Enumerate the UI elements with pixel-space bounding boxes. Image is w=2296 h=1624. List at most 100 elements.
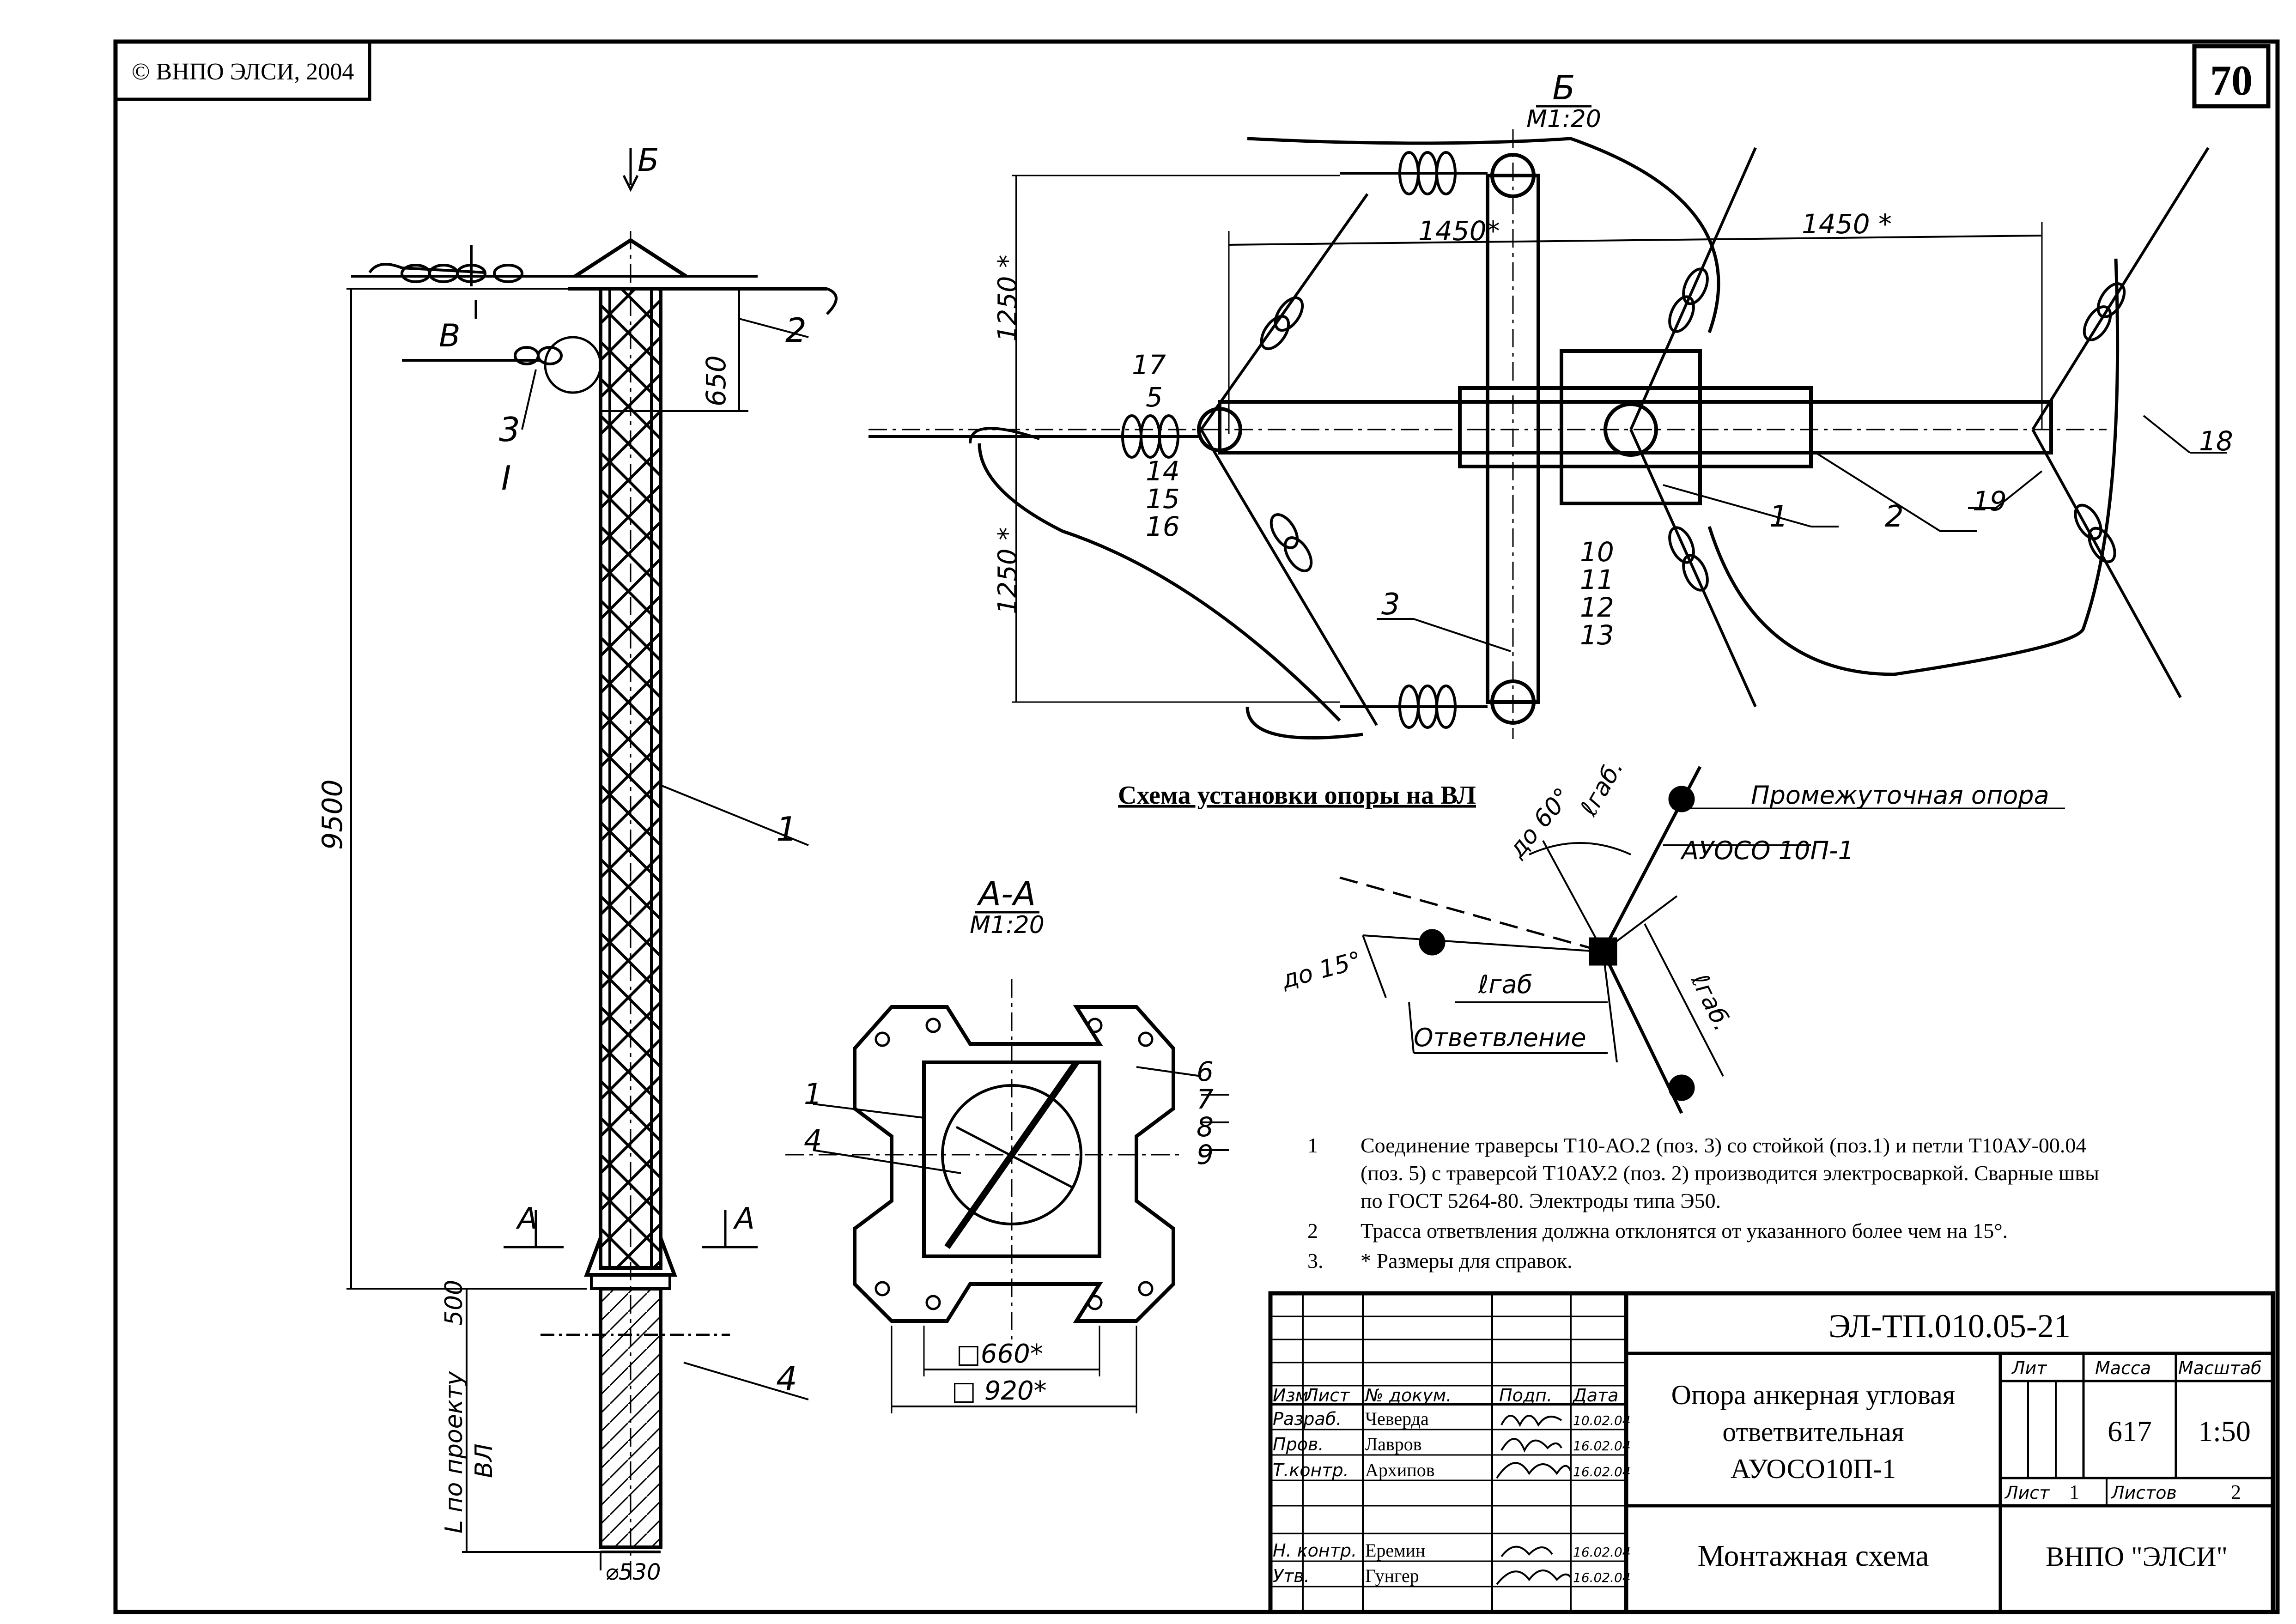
installation-scheme bbox=[1339, 766, 2065, 1114]
dim-1250-bottom: 1250 * bbox=[993, 527, 1023, 614]
section-a-left-label: А bbox=[516, 1202, 538, 1236]
tb-sheet: 1 bbox=[2069, 1481, 2079, 1503]
dim-1450-left: 1450* bbox=[1418, 215, 1500, 247]
view-arrow-b-label: Б bbox=[638, 142, 659, 179]
tb-role-3: Т.контр. bbox=[1273, 1460, 1349, 1480]
section-aa-scale: М1:20 bbox=[970, 911, 1045, 939]
dim-650: 650 bbox=[700, 355, 732, 406]
callout-4-section: 4 bbox=[804, 1123, 822, 1157]
callout-3-side: 3 bbox=[499, 410, 520, 449]
callout-1-plan: 1 bbox=[1769, 500, 1788, 534]
dim-660: □660* bbox=[956, 1339, 1043, 1369]
dim-1450-right: 1450 * bbox=[1802, 208, 1892, 240]
view-b-plan bbox=[869, 129, 2227, 739]
tb-hdr-list: Лист bbox=[1304, 1385, 1350, 1406]
dim-1250-top: 1250 * bbox=[993, 255, 1023, 342]
tb-col-scale: Масштаб bbox=[2178, 1358, 2262, 1378]
side-elevation-view bbox=[346, 148, 838, 1580]
callout-16: 16 bbox=[1146, 511, 1180, 542]
scheme-lgab-angle: ℓгаб. bbox=[1575, 755, 1629, 821]
note-3-line-1: * Размеры для справок. bbox=[1361, 1249, 1573, 1273]
title-block-text: Изм Лист № докум. Подп. Дата Разраб. Про… bbox=[1273, 1358, 2262, 1586]
tb-role-5: Утв. bbox=[1273, 1566, 1310, 1586]
callout-5: 5 bbox=[1146, 382, 1163, 413]
tb-date-3: 16.02.04 bbox=[1573, 1464, 1631, 1479]
callout-17: 17 bbox=[1132, 349, 1166, 381]
note-1-line-3: по ГОСТ 5264-80. Электроды типа Э50. bbox=[1361, 1189, 1721, 1212]
page-number: 70 bbox=[2210, 57, 2253, 104]
note-2-line-1: Трасса ответвления должна отклонятся от … bbox=[1361, 1219, 2008, 1242]
callout-6: 6 bbox=[1197, 1056, 1214, 1087]
dim-l-project-vl: ВЛ bbox=[470, 1443, 498, 1478]
section-a-right-label: А bbox=[733, 1202, 755, 1236]
sheet-frame bbox=[113, 39, 2280, 1614]
tb-name-2: Лавров bbox=[1365, 1434, 1422, 1454]
signatures bbox=[1496, 1415, 1572, 1585]
callout-I-side: I bbox=[501, 459, 511, 497]
tb-name-line-2: ответвительная bbox=[1722, 1417, 1904, 1447]
tb-name-4: Еремин bbox=[1365, 1540, 1425, 1561]
callout-13: 13 bbox=[1580, 619, 1614, 651]
note-3-number: 3. bbox=[1307, 1249, 1324, 1273]
callout-18: 18 bbox=[2199, 425, 2233, 457]
scheme-intermediate-label: Промежуточная опора bbox=[1751, 781, 2049, 810]
copyright-box: © ВНПО ЭЛСИ, 2004 bbox=[114, 40, 371, 101]
tb-role-2: Пров. bbox=[1273, 1434, 1324, 1454]
note-1-number: 1 bbox=[1307, 1133, 1318, 1157]
notes-block: 1 Соединение траверсы Т10-АО.2 (поз. 3) … bbox=[1307, 1133, 2099, 1273]
scheme-support-label: АУОСО 10П-1 bbox=[1680, 836, 1854, 865]
dim-530: ⌀530 bbox=[605, 1559, 661, 1585]
page-number-box: 70 bbox=[2192, 44, 2271, 109]
scheme-angle-15: до 15° bbox=[1278, 946, 1365, 994]
view-arrow-v-label: В bbox=[439, 318, 461, 354]
tb-sheets-label: Листов bbox=[2110, 1483, 2177, 1503]
callout-2-side: 2 bbox=[785, 311, 807, 350]
tb-sheet-title: Монтажная схема bbox=[1697, 1539, 1929, 1573]
section-aa-title: А-А bbox=[977, 874, 1036, 913]
copyright-text: © ВНПО ЭЛСИ, 2004 bbox=[132, 59, 354, 85]
tb-role-4: Н. контр. bbox=[1273, 1540, 1357, 1561]
tb-hdr-izm: Изм bbox=[1273, 1385, 1308, 1406]
callout-12: 12 bbox=[1580, 592, 1614, 623]
callout-14: 14 bbox=[1146, 455, 1180, 487]
tb-name-3: Архипов bbox=[1365, 1460, 1435, 1480]
tb-org: ВНПО "ЭЛСИ" bbox=[2046, 1541, 2228, 1572]
callout-8: 8 bbox=[1197, 1111, 1214, 1143]
tb-scale: 1:50 bbox=[2198, 1415, 2251, 1448]
tb-role-1: Разраб. bbox=[1273, 1409, 1342, 1429]
scheme-branch-label: Ответвление bbox=[1414, 1023, 1586, 1052]
tb-hdr-doc: № докум. bbox=[1364, 1385, 1452, 1406]
callout-15: 15 bbox=[1146, 483, 1180, 515]
scheme-title: Схема установки опоры на ВЛ bbox=[1118, 781, 1476, 810]
callout-7: 7 bbox=[1197, 1084, 1214, 1115]
tb-date-4: 16.02.04 bbox=[1573, 1545, 1631, 1560]
title-block-names: Чеверда Лавров Архипов Еремин Гунгер bbox=[1365, 1408, 1435, 1586]
note-1-line-1: Соединение траверсы Т10-АО.2 (поз. 3) со… bbox=[1361, 1133, 2086, 1157]
tb-sheets: 2 bbox=[2231, 1481, 2241, 1503]
view-b-scale: М1:20 bbox=[1526, 105, 1601, 133]
note-1-line-2: (поз. 5) с траверсой Т10АУ.2 (поз. 2) пр… bbox=[1361, 1161, 2099, 1185]
callout-19: 19 bbox=[1973, 485, 2007, 517]
tb-date-2: 16.02.04 bbox=[1573, 1438, 1631, 1454]
tb-name-line-3: АУОСО10П-1 bbox=[1731, 1454, 1896, 1484]
callout-1-side: 1 bbox=[776, 810, 797, 848]
tb-name-1: Чеверда bbox=[1365, 1408, 1429, 1429]
tb-date-5: 16.02.04 bbox=[1573, 1570, 1631, 1585]
callout-4-side: 4 bbox=[776, 1359, 797, 1398]
scheme-angle-60: до 60° bbox=[1503, 783, 1577, 864]
callout-10: 10 bbox=[1580, 536, 1614, 568]
view-b-title: Б bbox=[1552, 68, 1575, 107]
callout-2-plan: 2 bbox=[1885, 500, 1904, 534]
tb-name-5: Гунгер bbox=[1365, 1565, 1419, 1586]
dim-l-project: L по проекту bbox=[440, 1371, 468, 1533]
callout-9: 9 bbox=[1197, 1139, 1214, 1170]
callout-3-plan: 3 bbox=[1381, 588, 1400, 622]
callout-1-section: 1 bbox=[804, 1077, 822, 1111]
callout-11: 11 bbox=[1580, 564, 1614, 595]
note-2-number: 2 bbox=[1307, 1219, 1318, 1242]
tb-date-1: 10.02.04 bbox=[1573, 1413, 1631, 1428]
tb-sheet-label: Лист bbox=[2004, 1483, 2050, 1503]
tb-col-lit: Лит bbox=[2011, 1358, 2047, 1378]
tb-doc-code: ЭЛ-ТП.010.05-21 bbox=[1828, 1308, 2071, 1345]
